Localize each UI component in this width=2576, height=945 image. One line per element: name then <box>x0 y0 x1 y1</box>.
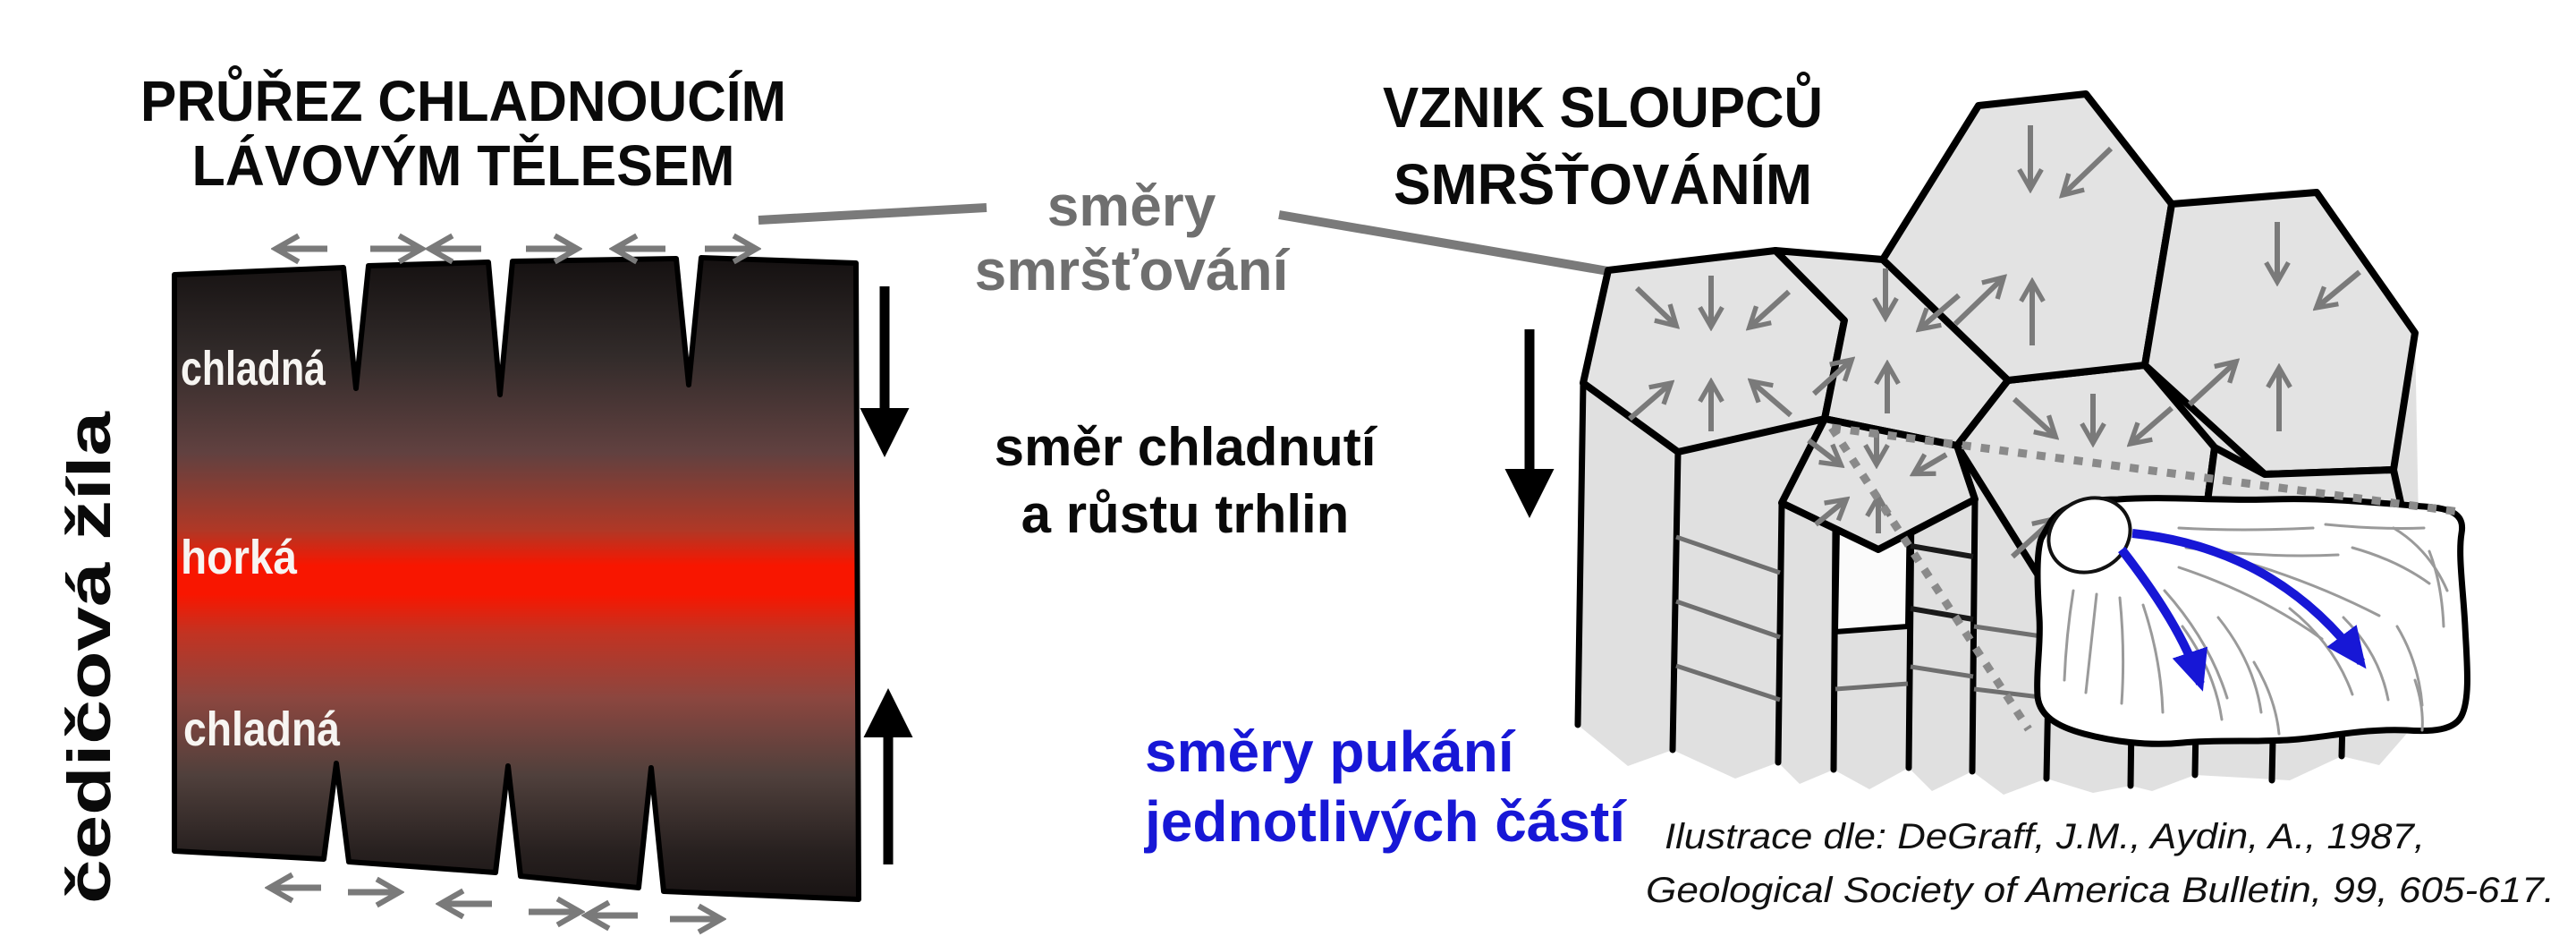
left-title-line1: PRŮŘEZ CHLADNOUCÍM <box>140 64 786 133</box>
center-annotations: směry smršťování směr chladnutí a růstu … <box>758 174 2132 854</box>
crack-detail-inset <box>2034 495 2470 747</box>
crack-direction-arrow-blue-icon <box>2131 529 2367 669</box>
shrink-arrow-icon <box>1921 293 1961 328</box>
shrink-arrow-icon <box>1814 501 1844 527</box>
citation-line1: Ilustrace dle: DeGraff, J.M., Aydin, A.,… <box>1665 817 2425 856</box>
shrink-arrow-icon <box>1634 285 1674 324</box>
shrink-arrow-icon <box>2318 269 2361 306</box>
shrink-arrow-icon <box>1953 279 2002 327</box>
shrink-arrow-icon <box>1916 452 1948 472</box>
right-title-line1: VZNIK SLOUPCŮ <box>1383 71 1823 140</box>
left-panel: PRŮŘEZ CHLADNOUCÍM LÁVOVÝM TĚLESEM čedič… <box>55 64 913 919</box>
shrink-arrow-icon <box>1811 362 1850 396</box>
basalt-dike-label: čedičová žíla <box>55 410 123 904</box>
shrink-arrow-icon <box>2012 396 2054 435</box>
crack-origin-ellipse <box>2046 496 2132 575</box>
shrink-arrow-icon <box>1751 289 1792 326</box>
right-panel: VZNIK SLOUPCŮ SMRŠŤOVÁNÍM <box>1383 71 2470 795</box>
right-title-line2: SMRŠŤOVÁNÍM <box>1394 151 1812 217</box>
citation-line2: Geological Society of America Bulletin, … <box>1646 871 2555 910</box>
column-joints <box>1675 534 2048 702</box>
inset-outline <box>2034 495 2470 747</box>
cracking-label-line1: směry pukání <box>1145 719 1516 784</box>
cracking-label-line2: jednotlivých částí <box>1144 789 1627 854</box>
shrink-arrow-icon <box>2064 146 2114 193</box>
citation: Ilustrace dle: DeGraff, J.M., Aydin, A.,… <box>1646 817 2555 910</box>
magnifier-dotted-lines <box>1828 423 2461 732</box>
shrink-pointer-line-right <box>1278 210 1609 276</box>
left-title-line2: LÁVOVÝM TĚLESEM <box>192 132 735 198</box>
shrink-label-line2: smršťování <box>975 238 1291 302</box>
crack-direction-arrow-blue-icon <box>2118 546 2207 692</box>
zone-label-cold-bottom: chladná <box>183 702 341 756</box>
shrink-arrow-icon <box>2132 405 2174 442</box>
shrink-arrow-icon <box>1753 383 1792 418</box>
cooling-label-line2: a růstu trhlin <box>1021 484 1350 544</box>
cooling-label-line1: směr chladnutí <box>995 417 1378 477</box>
shrink-arrow-icon <box>2187 363 2234 407</box>
zone-label-cold-top: chladná <box>181 342 326 396</box>
shrink-arrow-icon <box>1807 438 1839 464</box>
shrink-label-line1: směry <box>1047 174 1216 238</box>
shrink-pointer-line-left <box>758 203 987 225</box>
zone-label-hot: horká <box>181 531 298 584</box>
shrink-arrows-bottom <box>273 888 718 919</box>
shrink-arrow-icon <box>1628 385 1669 421</box>
